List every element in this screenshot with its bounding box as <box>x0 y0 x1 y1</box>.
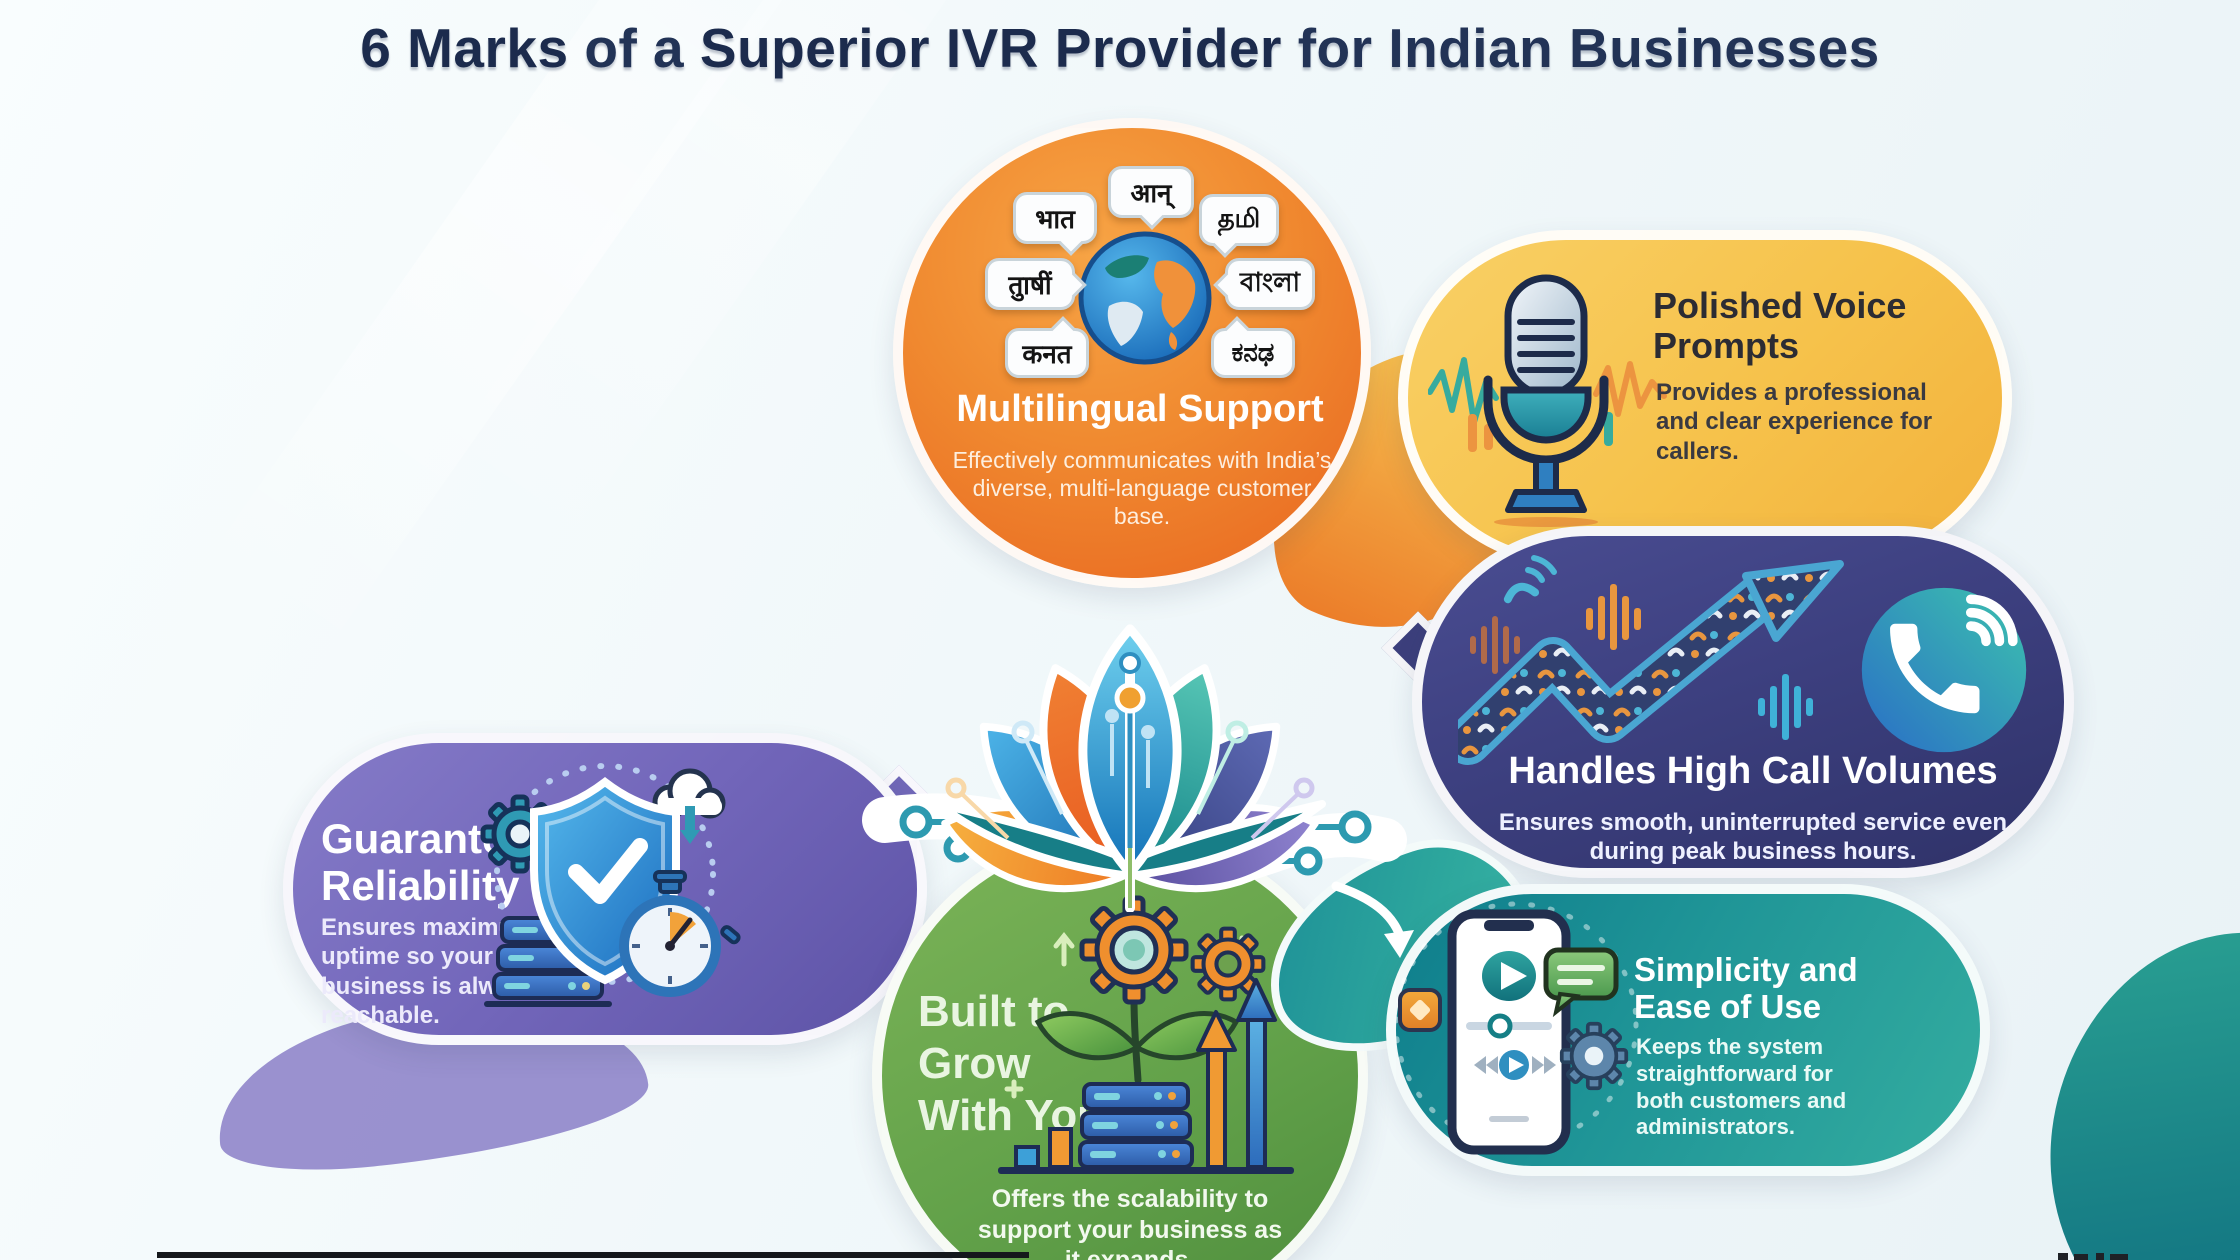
language-bubble: कनत <box>1005 328 1089 378</box>
play-icon <box>1509 1057 1524 1073</box>
soundwave-right <box>1593 361 1667 446</box>
language-bubble: आन् <box>1108 166 1194 218</box>
cropped-text-fragment <box>2110 1254 2128 1260</box>
title-normal-part: of a <box>568 17 700 79</box>
microphone-icon <box>1428 274 1667 527</box>
phone-mockup-icon <box>1447 909 1571 1155</box>
circuit-node <box>1338 810 1372 844</box>
language-bubble: বাংলা <box>1225 258 1315 310</box>
globe-icon <box>1078 231 1212 365</box>
multilingual-description: Effectively communicates with India’s di… <box>952 447 1332 530</box>
simplicity-icon-cluster <box>1396 901 1639 1155</box>
soundwave-bars-orange <box>1586 584 1641 650</box>
soundwave-bars-rust <box>1470 616 1520 674</box>
chart-baseline <box>998 1167 1294 1174</box>
reliability-icon-cluster <box>480 763 741 1007</box>
language-bubble: तुाषीं <box>985 258 1075 310</box>
title-bold-part: 6 Marks <box>360 17 569 79</box>
grow-description: Offers the scalability to support your b… <box>977 1185 1283 1260</box>
section-multilingual: आन् भात தமி तुाषीं বাংলা कनत ಕನಢ Multili… <box>893 118 1371 588</box>
scalability-icon-cluster <box>998 895 1294 1174</box>
voice-title: Polished Voice Prompts <box>1653 285 1907 367</box>
bottom-crop-bar <box>157 1252 1029 1258</box>
server-stack-icon <box>1078 1082 1194 1169</box>
dashed-circle-decoration <box>494 763 716 985</box>
volumes-description: Ensures smooth, uninterrupted service ev… <box>1498 809 2008 866</box>
section-reliability: Guaranteed Reliability Ensures maximum u… <box>283 733 927 1045</box>
section-voice: Polished Voice Prompts Provides a profes… <box>1398 230 2012 566</box>
phone-call-badge-icon <box>1861 587 2027 753</box>
page-title: 6 Marks of a Superior IVR Provider for I… <box>0 16 2240 80</box>
language-bubble: ಕನಢ <box>1211 328 1295 378</box>
circuit-node <box>1293 846 1323 876</box>
stopwatch-icon <box>619 870 741 997</box>
dashed-circle-decoration <box>1396 901 1639 1147</box>
rewind-icon <box>1474 1056 1498 1074</box>
plant-stem <box>1130 994 1142 1084</box>
gear-icon-small <box>1190 926 1266 1002</box>
title-bold-part: Superior IVR Provider <box>699 17 1282 79</box>
lotus-circuit-illustration <box>934 624 1326 912</box>
cropped-text-fragment <box>2096 1253 2104 1260</box>
cropped-text-fragment <box>2058 1253 2068 1260</box>
voice-description: Provides a professional and clear experi… <box>1656 379 1933 465</box>
chat-bubble-icon <box>1543 947 1619 1018</box>
circuit-node <box>899 805 933 839</box>
growth-arrow-orange <box>1196 1010 1237 1169</box>
forward-icon <box>1532 1056 1556 1074</box>
app-icon-orange <box>1398 988 1442 1032</box>
simplicity-title: Simplicity and Ease of Use <box>1634 951 1858 1025</box>
phone-signal-icon <box>1503 555 1557 604</box>
volumes-title: Handles High Call Volumes <box>1508 750 1998 792</box>
section-grow: Built to Grow With You <box>872 828 1368 1260</box>
section-volumes: Handles High Call Volumes Ensures smooth… <box>1412 526 2074 878</box>
gear-icon <box>1559 1021 1629 1091</box>
circuit-details <box>945 652 1315 848</box>
growth-arrow-blue <box>1236 978 1277 1169</box>
call-growth-arrow-icon <box>1458 555 1844 765</box>
simplicity-description: Keeps the system straightforward for bot… <box>1636 1034 1847 1140</box>
curved-arrow <box>1331 881 1414 958</box>
language-bubble: தமி <box>1199 194 1279 246</box>
language-bubble: भात <box>1013 192 1097 244</box>
multilingual-title: Multilingual Support <box>956 388 1324 430</box>
soundwave-bars-teal <box>1758 674 1813 740</box>
leaf-left <box>1034 1011 1139 1061</box>
cropped-text-fragment <box>2074 1254 2088 1260</box>
title-normal-part: for Indian Businesses <box>1281 17 1880 79</box>
signal-arcs <box>1965 594 2018 647</box>
section-simplicity: Simplicity and Ease of Use Keeps the sys… <box>1386 884 1990 1176</box>
